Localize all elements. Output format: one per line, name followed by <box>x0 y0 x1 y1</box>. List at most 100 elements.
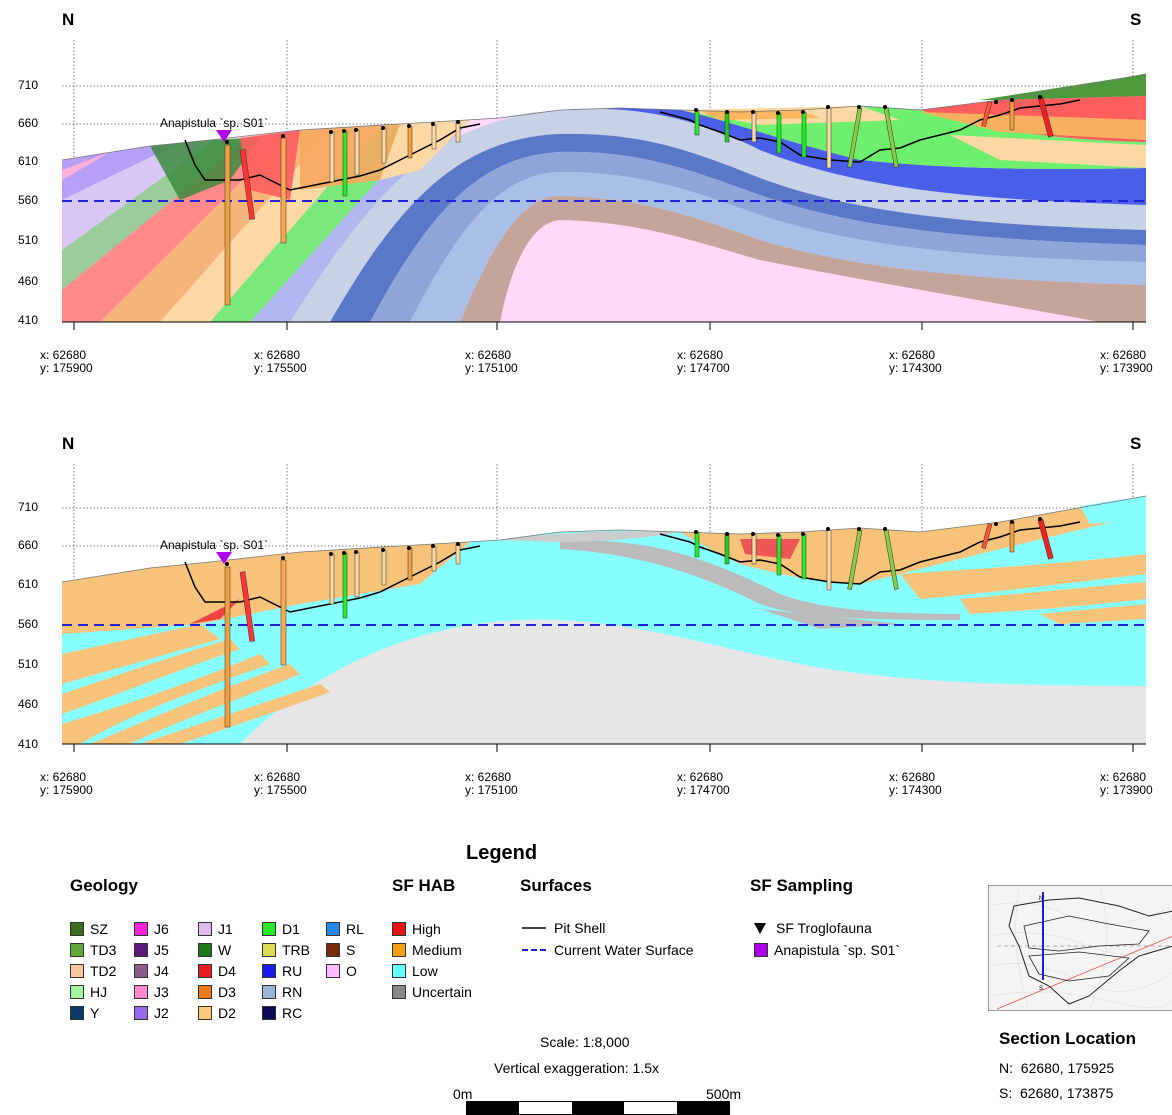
geology-legend-item: SZ <box>70 920 134 938</box>
legend-swatch-icon <box>262 964 276 978</box>
y-tick-label: 460 <box>17 274 38 288</box>
geology-legend-item: J3 <box>134 983 198 1001</box>
y-tick-label: 710 <box>17 500 38 514</box>
legend-swatch-icon <box>70 943 84 957</box>
sampling-heading: SF Sampling <box>750 876 853 895</box>
geology-legend-item: RU <box>262 962 326 980</box>
legend-swatch-icon <box>262 943 276 957</box>
legend-swatch-icon <box>198 985 212 999</box>
geology-code-label: J5 <box>154 942 169 958</box>
geology-legend-item: RN <box>262 983 326 1001</box>
geology-code-label: HJ <box>90 984 108 1000</box>
geology-code-label: RN <box>282 984 303 1000</box>
troglofauna-triangle-icon <box>754 922 766 934</box>
legend-troglofauna: SF Troglofauna <box>754 919 872 937</box>
legend-swatch-icon <box>70 985 84 999</box>
geology-code-label: S <box>346 942 356 958</box>
geology-code-label: W <box>218 942 232 958</box>
water-line-icon <box>522 949 546 951</box>
geology-code-label: TD2 <box>90 963 117 979</box>
species-annotation: Anapistula `sp. S01` <box>160 538 269 552</box>
geology-legend-item: TD3 <box>70 941 134 959</box>
legend-swatch-icon <box>326 922 340 936</box>
y-tick-label: 560 <box>17 193 38 207</box>
geology-code-label: J2 <box>154 1005 169 1021</box>
north-label: N <box>62 434 75 453</box>
vertical-exaggeration: Vertical exaggeration: 1.5x <box>494 1060 659 1076</box>
legend-swatch-icon <box>134 1006 148 1020</box>
geology-legend-item: J6 <box>134 920 198 938</box>
geology-legend-item: D1 <box>262 920 326 938</box>
legend-swatch-icon <box>392 922 406 936</box>
south-label: S <box>1130 434 1142 453</box>
scale-bar <box>466 1101 730 1115</box>
y-tick-label: 610 <box>17 154 38 168</box>
legend-swatch-icon <box>134 943 148 957</box>
geology-legend-item: RL <box>326 920 386 938</box>
legend-swatch-icon <box>392 943 406 957</box>
geology-code-label: Y <box>90 1005 100 1021</box>
section-plot <box>61 464 1147 752</box>
geology-legend-item: O <box>326 962 386 980</box>
geology-legend-item: D2 <box>198 1004 262 1022</box>
legend-swatch-icon <box>198 964 212 978</box>
legend-swatch-icon <box>392 985 406 999</box>
legend-swatch-icon <box>262 922 276 936</box>
y-tick-label: 560 <box>17 617 38 631</box>
geology-code-label: RL <box>346 921 364 937</box>
hab-legend-item: Medium <box>392 941 472 959</box>
legend-swatch-icon <box>326 964 340 978</box>
hab-label: Uncertain <box>412 984 472 1000</box>
geology-legend-item: TRB <box>262 941 326 959</box>
geology-legend-item: D4 <box>198 962 262 980</box>
legend-swatch-icon <box>70 964 84 978</box>
geology-code-label: D2 <box>218 1005 236 1021</box>
svg-text:N: N <box>1039 896 1043 902</box>
legend-water-surface: Current Water Surface <box>522 941 694 959</box>
geology-legend-item: J4 <box>134 962 198 980</box>
geology-heading: Geology <box>70 876 139 895</box>
y-tick-label: 410 <box>17 737 38 751</box>
legend-swatch-icon <box>70 922 84 936</box>
scale-ratio: Scale: 1:8,000 <box>540 1034 630 1050</box>
cross-section-geology: N S 710 660 610 560 510 460 410 <box>0 0 1172 400</box>
geology-legend-item: TD2 <box>70 962 134 980</box>
geology-code-label: D3 <box>218 984 236 1000</box>
geology-code-label: SZ <box>90 921 108 937</box>
geology-legend-item: J2 <box>134 1004 198 1022</box>
legend-swatch-icon <box>198 1006 212 1020</box>
pit-shell-line-icon <box>522 927 546 929</box>
scale-end-label: 500m <box>706 1086 742 1102</box>
north-label: N <box>62 10 75 29</box>
surfaces-heading: Surfaces <box>520 876 592 895</box>
geology-code-label: J1 <box>218 921 233 937</box>
legend-title: Legend <box>466 842 538 864</box>
y-tick-label: 610 <box>17 577 38 591</box>
geology-code-label: TD3 <box>90 942 117 958</box>
svg-text:S: S <box>1039 986 1043 992</box>
hab-legend-item: High <box>392 920 472 938</box>
geology-legend-item: J5 <box>134 941 198 959</box>
legend-swatch-icon <box>70 1006 84 1020</box>
hab-legend-item: Low <box>392 962 472 980</box>
y-tick-label: 460 <box>17 697 38 711</box>
geology-code-label: TRB <box>282 942 310 958</box>
geology-legend-item: W <box>198 941 262 959</box>
geology-code-label: D1 <box>282 921 300 937</box>
legend-swatch-icon <box>392 964 406 978</box>
geology-legend-item: D3 <box>198 983 262 1001</box>
scale-start-label: 0m <box>453 1086 473 1102</box>
legend-swatch-icon <box>134 922 148 936</box>
location-north: N: 62680, 175925 <box>999 1060 1115 1076</box>
legend-species: Anapistula `sp. S01` <box>754 941 900 959</box>
geology-legend-item: J1 <box>198 920 262 938</box>
